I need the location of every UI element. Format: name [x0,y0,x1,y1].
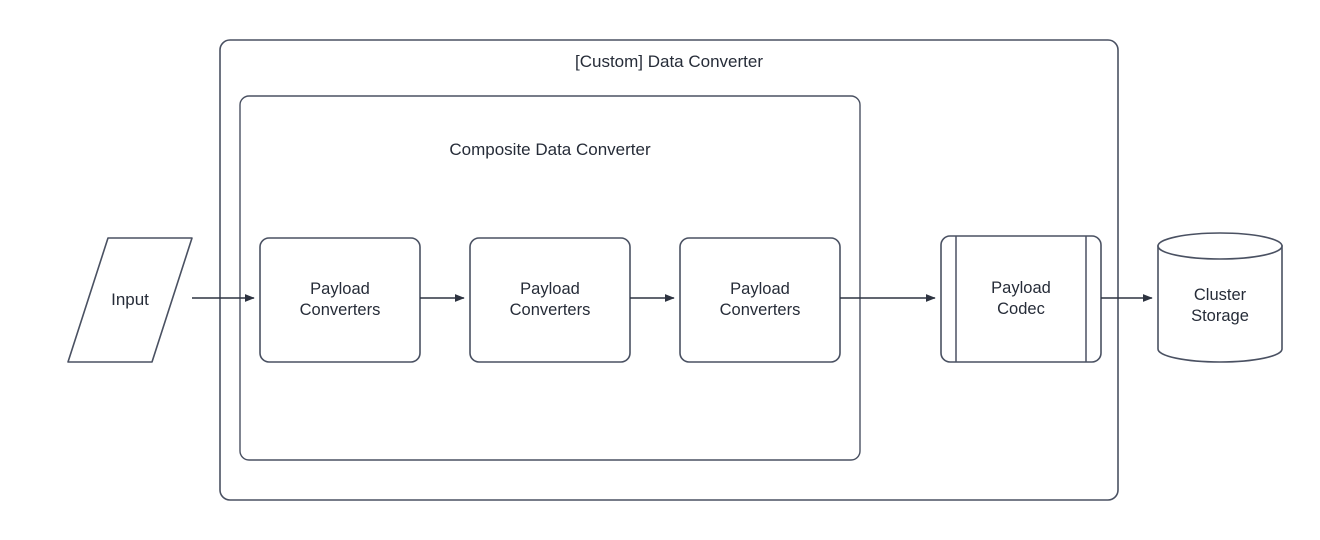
node-payload-converters-3-shape [679,237,841,363]
node-cluster-storage-shape [1157,232,1283,363]
container-title-composite-data-converter: Composite Data Converter [449,140,651,159]
node-payload-converters-2-shape [469,237,631,363]
node-payload-codec-shape [940,235,1102,363]
node-payload-converters-1-shape [259,237,421,363]
container-title-custom-data-converter: [Custom] Data Converter [574,52,763,71]
node-input-shape [68,238,192,362]
